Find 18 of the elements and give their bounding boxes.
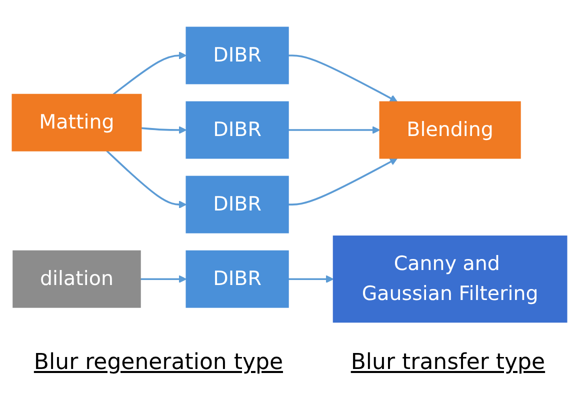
arrow	[288, 54, 398, 102]
caption-text: Blur regeneration type	[34, 350, 283, 375]
node-box: DIBR	[186, 176, 289, 234]
arrow	[140, 275, 187, 284]
caption-text: Blur transfer type	[350, 350, 546, 375]
arrow	[141, 126, 187, 134]
arrow	[288, 275, 334, 284]
node-box: Matting	[12, 94, 142, 152]
node-box: Blending	[379, 102, 521, 160]
node-box: DIBR	[186, 102, 289, 160]
node-box: DIBR	[186, 250, 289, 308]
arrow	[112, 52, 187, 96]
arrow	[106, 150, 187, 209]
node-box: dilation	[12, 250, 141, 308]
node-box: Canny and Gaussian Filtering	[332, 236, 568, 323]
arrow	[288, 158, 398, 206]
node-box: DIBR	[186, 27, 289, 84]
arrow	[288, 126, 380, 134]
